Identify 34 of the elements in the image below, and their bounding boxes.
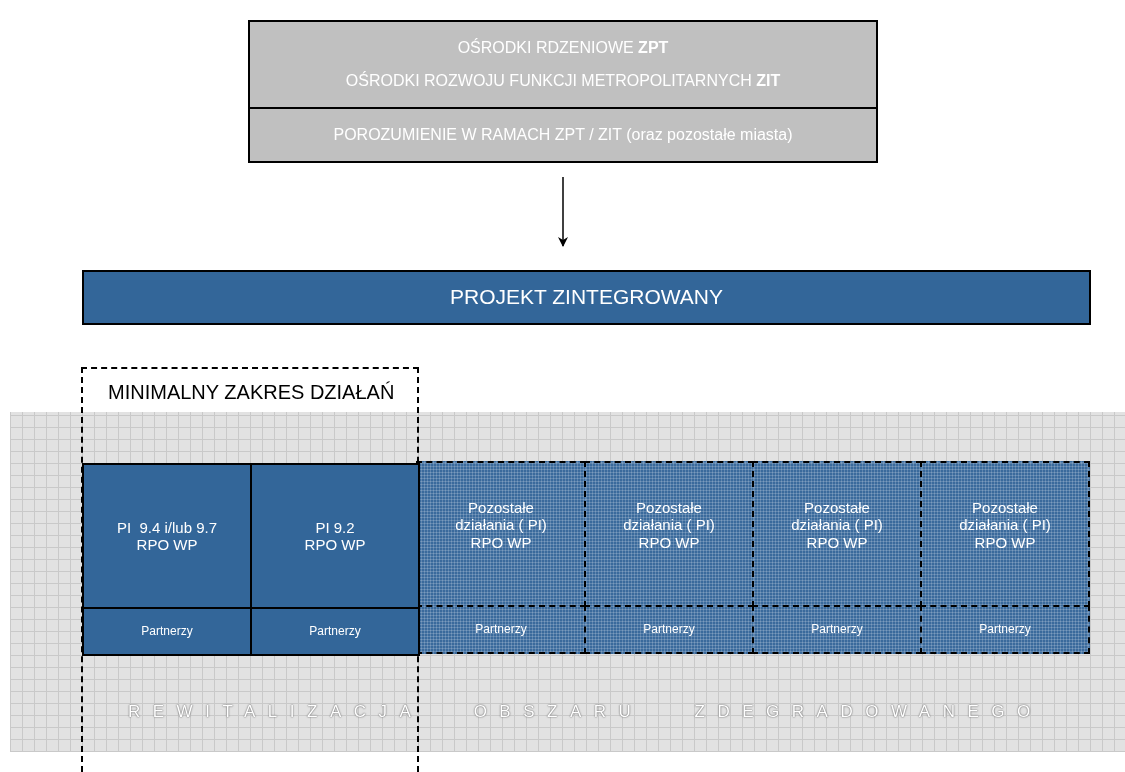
- action-cell: [82, 463, 252, 609]
- partner-cell: [82, 607, 252, 656]
- action-cell: [416, 461, 586, 607]
- action-text: Pozostałe działania ( PI) RPO WP: [958, 499, 1052, 551]
- action-cell: [920, 461, 1090, 607]
- action-text: Pozostałe działania ( PI) RPO WP: [790, 499, 884, 551]
- action-text: PI 9.2 RPO WP: [304, 518, 366, 554]
- action-text: Pozostałe działania ( PI) RPO WP: [622, 499, 716, 551]
- agreement-box: [248, 107, 878, 163]
- project-title: PROJEKT ZINTEGROWANY: [450, 285, 723, 310]
- partner-text: Partnerzy: [811, 622, 863, 637]
- partner-text: Partnerzy: [475, 622, 527, 637]
- partner-cell: [752, 605, 922, 654]
- band-text: REWITALIZACJA OBSZARU ZDEGRADOWANEGO: [128, 702, 1043, 722]
- action-cell: [752, 461, 922, 607]
- partner-cell: [584, 605, 754, 654]
- action-text: PI 9.4 i/lub 9.7 RPO WP: [115, 518, 219, 554]
- arrow: [558, 176, 568, 247]
- heading-text: OŚRODKI ROZWOJU FUNKCJI METROPOLITARNYCH ZIT: [345, 71, 781, 90]
- action-text: Pozostałe działania ( PI) RPO WP: [454, 499, 548, 551]
- heading-box: [248, 20, 878, 109]
- action-cell: [250, 463, 420, 609]
- heading-text: OŚRODKI RDZENIOWE ZPT: [457, 39, 669, 58]
- agreement-text: POROZUMIENIE W RAMACH ZPT / ZIT (oraz pozostałe miasta): [333, 125, 793, 145]
- project-bar: [82, 270, 1091, 325]
- partner-text: Partnerzy: [309, 624, 361, 639]
- partner-text: Partnerzy: [979, 622, 1031, 637]
- partner-cell: [250, 607, 420, 656]
- partner-cell: [920, 605, 1090, 654]
- frame-title: MINIMALNY ZAKRES DZIAŁAŃ: [108, 381, 395, 404]
- dashed-frame: [81, 367, 419, 772]
- action-cell: [584, 461, 754, 607]
- partner-text: Partnerzy: [643, 622, 695, 637]
- partner-text: Partnerzy: [141, 624, 193, 639]
